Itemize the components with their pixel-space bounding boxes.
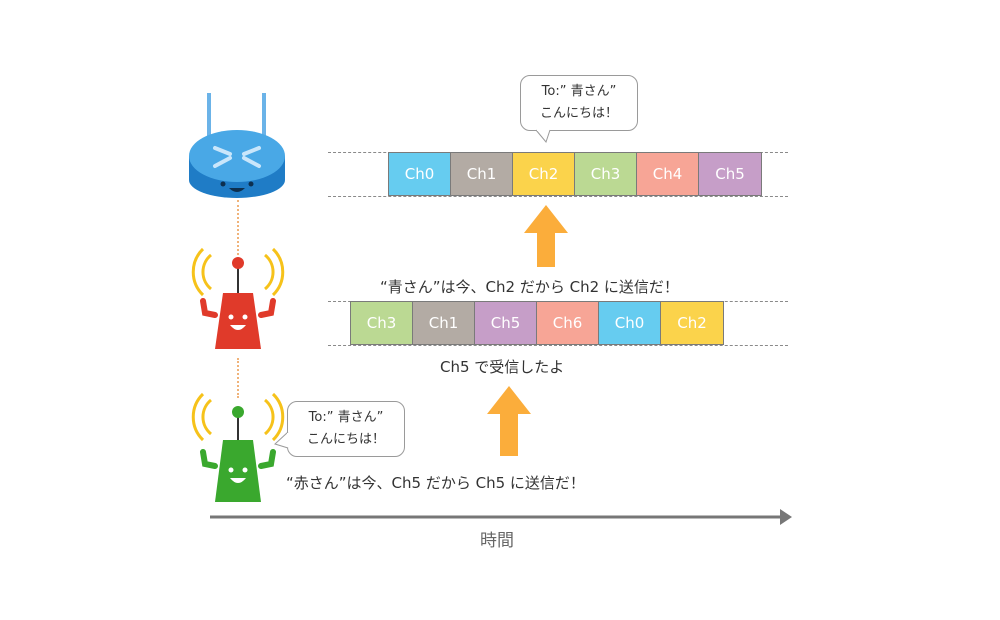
link-line-upper <box>237 200 239 255</box>
channel-cell-ch2: Ch2 <box>513 153 575 195</box>
time-axis-label: 時間 <box>480 531 514 551</box>
bubble-line-2: こんにちは！ <box>539 106 618 121</box>
channel-cell-ch3: Ch3 <box>351 302 413 344</box>
channel-cell-ch3: Ch3 <box>575 153 637 195</box>
time-axis-arrow <box>210 509 792 525</box>
channel-cell-ch0: Ch0 <box>389 153 451 195</box>
top-speech-bubble: To:” 青さん” こんにちは！ <box>520 75 638 131</box>
top-bubble-tail <box>535 129 551 144</box>
bubble-line-2: こんにちは！ <box>306 432 385 447</box>
channel-cell-ch4: Ch4 <box>637 153 699 195</box>
channel-cell-ch5: Ch5 <box>475 302 537 344</box>
channel-cell-ch1: Ch1 <box>451 153 513 195</box>
channel-cell-ch6: Ch6 <box>537 302 599 344</box>
green-send-caption: “赤さん”は今、Ch5 だから Ch5 に送信だ！ <box>286 474 585 492</box>
channel-cell-ch1: Ch1 <box>413 302 475 344</box>
middle-timeline-bottom-line <box>328 345 788 346</box>
link-line-lower <box>237 358 239 398</box>
red-device-icon <box>191 247 285 349</box>
top-timeline-bottom-line <box>328 196 788 197</box>
channel-cell-ch2: Ch2 <box>661 302 723 344</box>
bottom-speech-bubble: To:” 青さん” こんにちは！ <box>287 401 405 457</box>
router-icon <box>189 93 285 198</box>
arrow-up-lower <box>487 386 531 456</box>
bubble-line-1: To:” 青さん” <box>541 84 617 99</box>
arrow-up-upper <box>524 205 568 267</box>
bottom-bubble-tail <box>274 431 289 449</box>
bubble-line-1: To:” 青さん” <box>308 410 384 425</box>
green-device-icon <box>191 392 285 502</box>
red-receive-caption: Ch5 で受信したよ <box>440 358 565 376</box>
channel-cell-ch0: Ch0 <box>599 302 661 344</box>
channel-cell-ch5: Ch5 <box>699 153 761 195</box>
red-send-caption: “青さん”は今、Ch2 だから Ch2 に送信だ！ <box>380 278 679 296</box>
